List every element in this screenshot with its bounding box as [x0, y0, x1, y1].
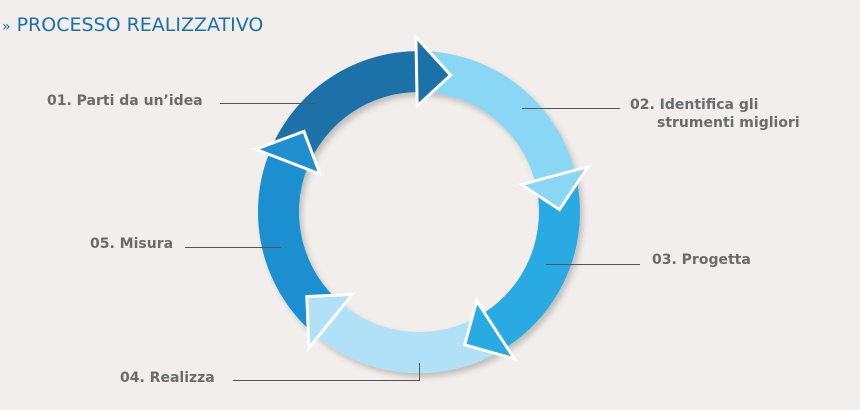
chevron-icon: » — [2, 19, 11, 35]
step-2-leader — [522, 108, 620, 109]
step-1-label: 01. Parti da un’idea — [47, 93, 203, 109]
step-5-leader — [185, 247, 281, 248]
step-2-label: 02. Identifica gli — [630, 97, 759, 113]
step-2-arrowhead-icon — [517, 164, 592, 212]
step-2-arc — [419, 51, 576, 183]
step-4-label: 04. Realizza — [120, 370, 215, 386]
step-4-arc — [315, 303, 505, 373]
step-5-label: 05. Misura — [90, 236, 174, 252]
page-title: » PROCESSO REALIZZATIVO — [2, 14, 263, 36]
step-3-arc — [482, 173, 580, 349]
step-4-arrowhead-icon — [305, 292, 356, 353]
step-4-leader-vertical — [419, 363, 420, 381]
step-5-arc — [257, 151, 342, 336]
step-5-arrowhead-icon — [251, 129, 323, 177]
step-4-leader — [233, 380, 420, 381]
title-text: PROCESSO REALIZZATIVO — [16, 14, 264, 36]
step-1-leader — [220, 103, 316, 104]
step-1-arrowhead-icon — [414, 33, 453, 110]
step-3-arrowhead-icon — [462, 297, 518, 362]
step-3-label: 03. Progetta — [652, 252, 751, 268]
step-2-label-line2: strumenti migliori — [657, 115, 800, 131]
step-3-leader — [546, 264, 640, 265]
